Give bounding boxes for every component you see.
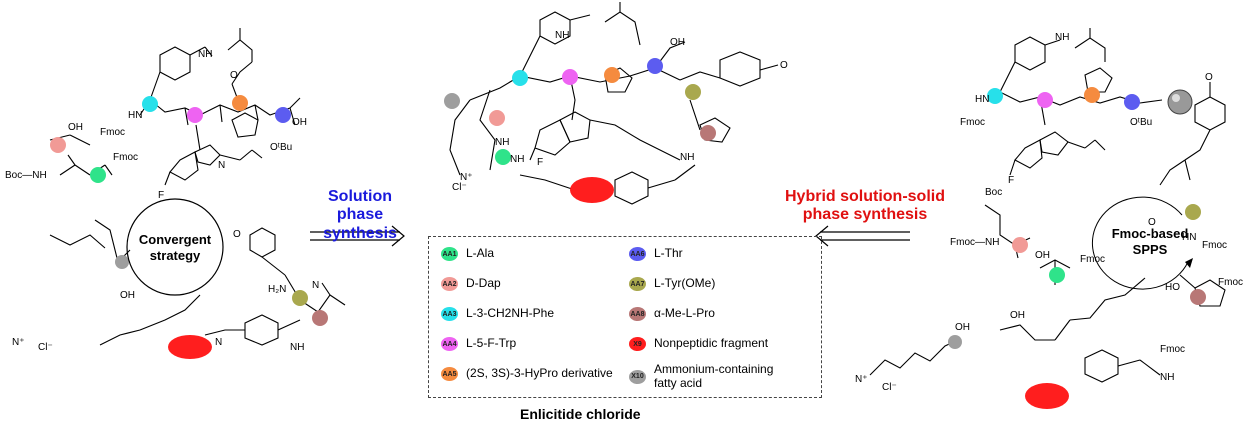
central-residue-dots	[444, 58, 716, 203]
convergent-strategy-label: Convergent strategy	[138, 232, 212, 263]
legend-item: AA7 L-Tyr(OMe)	[629, 276, 716, 291]
chem-label: OH	[292, 117, 307, 128]
spps-label: Fmoc-based SPPS	[1111, 226, 1189, 257]
legend-dot-aa5: AA5	[441, 367, 458, 381]
chem-label: O	[1148, 217, 1156, 228]
chem-label: OH	[670, 37, 685, 48]
legend-item: AA8 α-Me-L-Pro	[629, 306, 715, 321]
legend-dot-aa6: AA6	[629, 247, 646, 261]
chem-label: H₂N	[268, 284, 286, 295]
hybrid-phase-label: Hybrid solution-solid phase synthesis	[785, 188, 945, 224]
chem-label: Fmoc	[100, 127, 125, 138]
chem-label: NH	[495, 137, 509, 148]
chem-label: NH	[510, 154, 524, 165]
left-residue-dots	[50, 95, 328, 359]
chem-label: N	[312, 280, 319, 291]
legend-label: L-Ala	[466, 246, 495, 261]
legend-dot-aa4: AA4	[441, 337, 458, 351]
legend-item: AA2 D-Dap	[441, 276, 501, 291]
legend-item: AA4 L-5-F-Trp	[441, 336, 517, 351]
chem-label: N	[218, 160, 225, 171]
legend-label: L-Thr	[654, 246, 683, 261]
chem-label: Fmoc	[960, 117, 985, 128]
legend-dot-x10: X10	[629, 369, 646, 384]
chem-label: N⁺	[460, 172, 473, 183]
legend-dot-aa2: AA2	[441, 277, 458, 291]
chem-label: OH	[1010, 310, 1025, 321]
chem-label: O	[1205, 72, 1213, 83]
chem-label: HN	[975, 94, 989, 105]
solution-phase-label: Solution phase synthesis	[323, 188, 397, 242]
legend-item: X9 Nonpeptidic fragment	[629, 336, 769, 351]
legend-item: X10 Ammonium-containing fatty acid	[629, 362, 774, 391]
chem-label: Fmoc	[1080, 254, 1105, 265]
chem-label: OH	[955, 322, 970, 333]
chem-label: NH	[1160, 372, 1174, 383]
resin-bead-icon	[1167, 89, 1193, 115]
chem-label: F	[158, 190, 164, 201]
resin-highlight	[1172, 94, 1180, 102]
right-residue-dots	[948, 87, 1206, 409]
chem-label: HO	[1165, 282, 1180, 293]
left-retro-arrow	[310, 225, 405, 247]
legend-label: D-Dap	[466, 276, 501, 291]
chem-label: OH	[1035, 250, 1050, 261]
legend-dot-aa8: AA8	[629, 307, 646, 321]
legend-dot-x9: X9	[629, 337, 646, 351]
legend-label: L-3-CH2NH-Phe	[466, 306, 555, 321]
residue-legend: AA1 L-Ala AA2 D-Dap AA3 L-3-CH2NH-Phe AA…	[428, 236, 822, 398]
product-title: Enlicitide chloride	[520, 406, 641, 422]
chem-label: Cl⁻	[38, 342, 53, 353]
legend-dot-aa3: AA3	[441, 307, 458, 321]
legend-label: (2S, 3S)-3-HyPro derivative	[466, 366, 613, 381]
legend-label: L-5-F-Trp	[466, 336, 517, 351]
chem-label: OH	[68, 122, 83, 133]
chem-label: OH	[120, 290, 135, 301]
chem-label: NH	[290, 342, 304, 353]
legend-item: AA1 L-Ala	[441, 246, 495, 261]
chem-label: NH	[1055, 32, 1069, 43]
convergent-circle	[126, 198, 224, 296]
chem-label: Fmoc	[1160, 344, 1185, 355]
legend-label: Nonpeptidic fragment	[654, 336, 769, 351]
chem-label: O	[233, 229, 241, 240]
chem-label: F	[537, 157, 543, 168]
chem-label: N⁺	[855, 374, 868, 385]
legend-dot-aa7: AA7	[629, 277, 646, 291]
chem-label: Fmoc	[113, 152, 138, 163]
chem-label: Boc	[985, 187, 1002, 198]
chem-label: Cl⁻	[882, 382, 897, 393]
chem-label: NH	[555, 30, 569, 41]
chem-label: Fmoc—NH	[950, 237, 999, 248]
chem-label: OᵗBu	[1130, 117, 1152, 128]
chem-label: NH	[198, 49, 212, 60]
chem-label: Fmoc	[1218, 277, 1243, 288]
chem-label: Boc—NH	[5, 170, 47, 181]
chem-label: O	[780, 60, 788, 71]
legend-label: Ammonium-containing fatty acid	[654, 362, 774, 390]
right-retro-arrow	[815, 225, 910, 247]
central-product-structure	[449, 2, 779, 205]
legend-item: AA5 (2S, 3S)-3-HyPro derivative	[441, 366, 613, 381]
chem-label: N⁺	[12, 337, 25, 348]
legend-label: L-Tyr(OMe)	[654, 276, 716, 291]
chem-label: O	[230, 70, 238, 81]
legend-item: AA6 L-Thr	[629, 246, 683, 261]
chem-label: Cl⁻	[452, 182, 467, 193]
chem-label: HN	[1182, 232, 1196, 243]
chem-label: Fmoc	[1202, 240, 1227, 251]
left-macrocycle-structure	[49, 28, 346, 346]
chem-label: OᵗBu	[270, 142, 292, 153]
chem-label: HN	[128, 110, 142, 121]
chem-label: F	[1008, 175, 1014, 186]
chem-label: NH	[680, 152, 694, 163]
legend-dot-aa1: AA1	[441, 247, 458, 261]
chem-label: N	[215, 337, 222, 348]
legend-item: AA3 L-3-CH2NH-Phe	[441, 306, 555, 321]
atom-labels: NH O HN Fmoc OH OᵗBu F N OH Boc—NH Fmoc …	[5, 30, 1243, 393]
legend-label: α-Me-L-Pro	[654, 306, 715, 321]
